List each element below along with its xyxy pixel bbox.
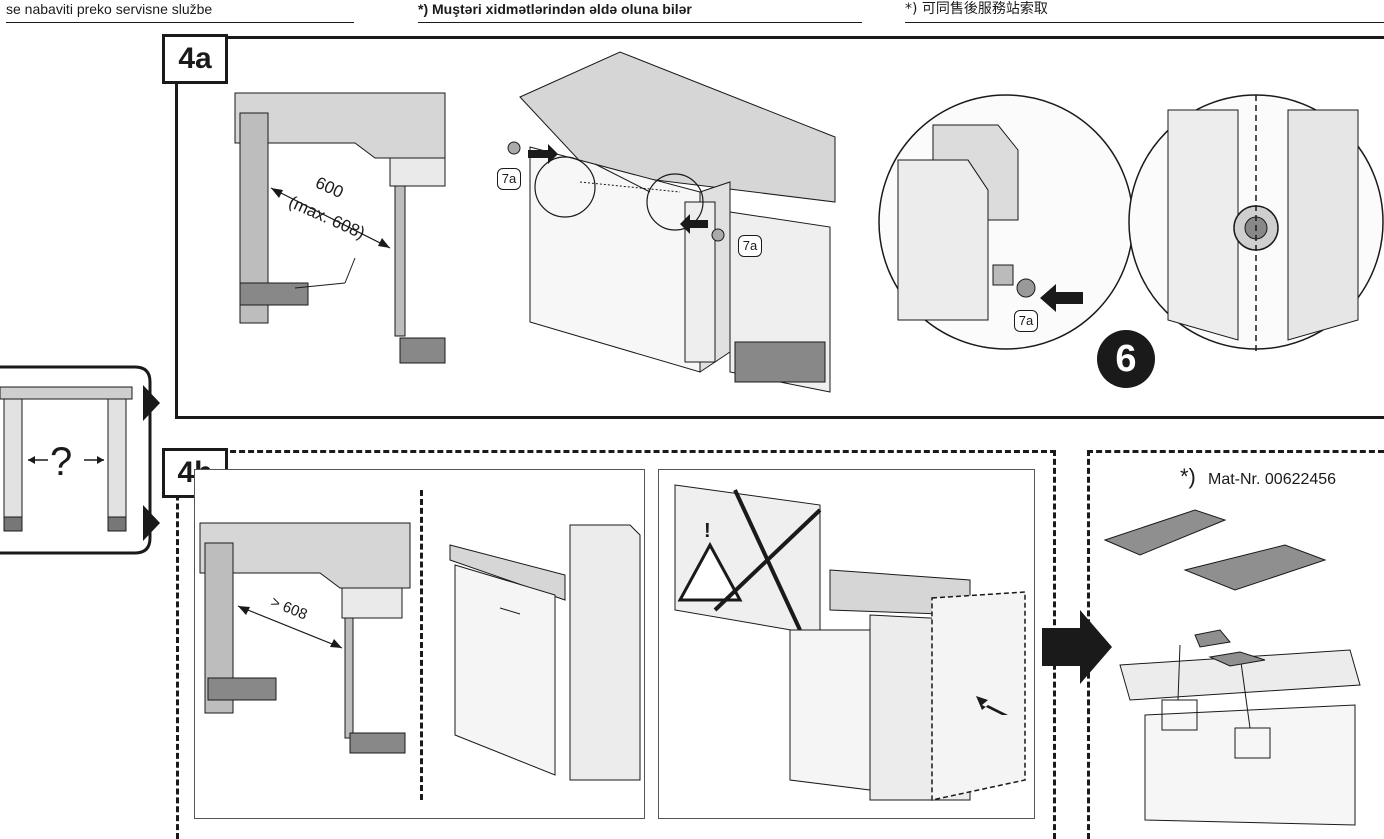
part-label-7a-left: 7a — [497, 168, 521, 190]
warning-illustration — [674, 484, 1026, 801]
appliance-side-illustration — [449, 524, 641, 781]
part-label-7a-detail: 7a — [1014, 310, 1038, 332]
niche-illustration-4b — [199, 522, 411, 754]
material-number: Mat-Nr. 00622456 — [1208, 471, 1337, 488]
panel-4a — [175, 36, 1384, 419]
top-note-1: se nabaviti preko servisne službe — [6, 0, 354, 23]
top-note-2: *) Muştəri xidmətlərindən əldə oluna bil… — [418, 0, 862, 23]
part-label-7a-right: 7a — [738, 235, 762, 257]
screw-detail-circle — [878, 94, 1134, 350]
step-number-badge: 6 — [1097, 330, 1155, 388]
side-question-mark: ? — [50, 440, 73, 484]
warning-symbol: ! — [704, 520, 711, 542]
alignment-detail-circle — [1128, 94, 1384, 352]
next-step-arrow — [1042, 610, 1112, 684]
brackets-illustration — [1103, 509, 1361, 826]
side-question-box — [0, 365, 160, 555]
niche-illustration-4a — [234, 92, 446, 364]
panel-4a-tag: 4a — [162, 34, 228, 84]
panel-part-accessory — [1087, 450, 1384, 839]
dishwasher-install-illustration — [507, 51, 836, 393]
divider-dashed — [420, 490, 423, 800]
part-asterisk: *) — [1180, 464, 1196, 489]
top-note-3: *) 可同售後服務站索取 — [905, 0, 1384, 23]
